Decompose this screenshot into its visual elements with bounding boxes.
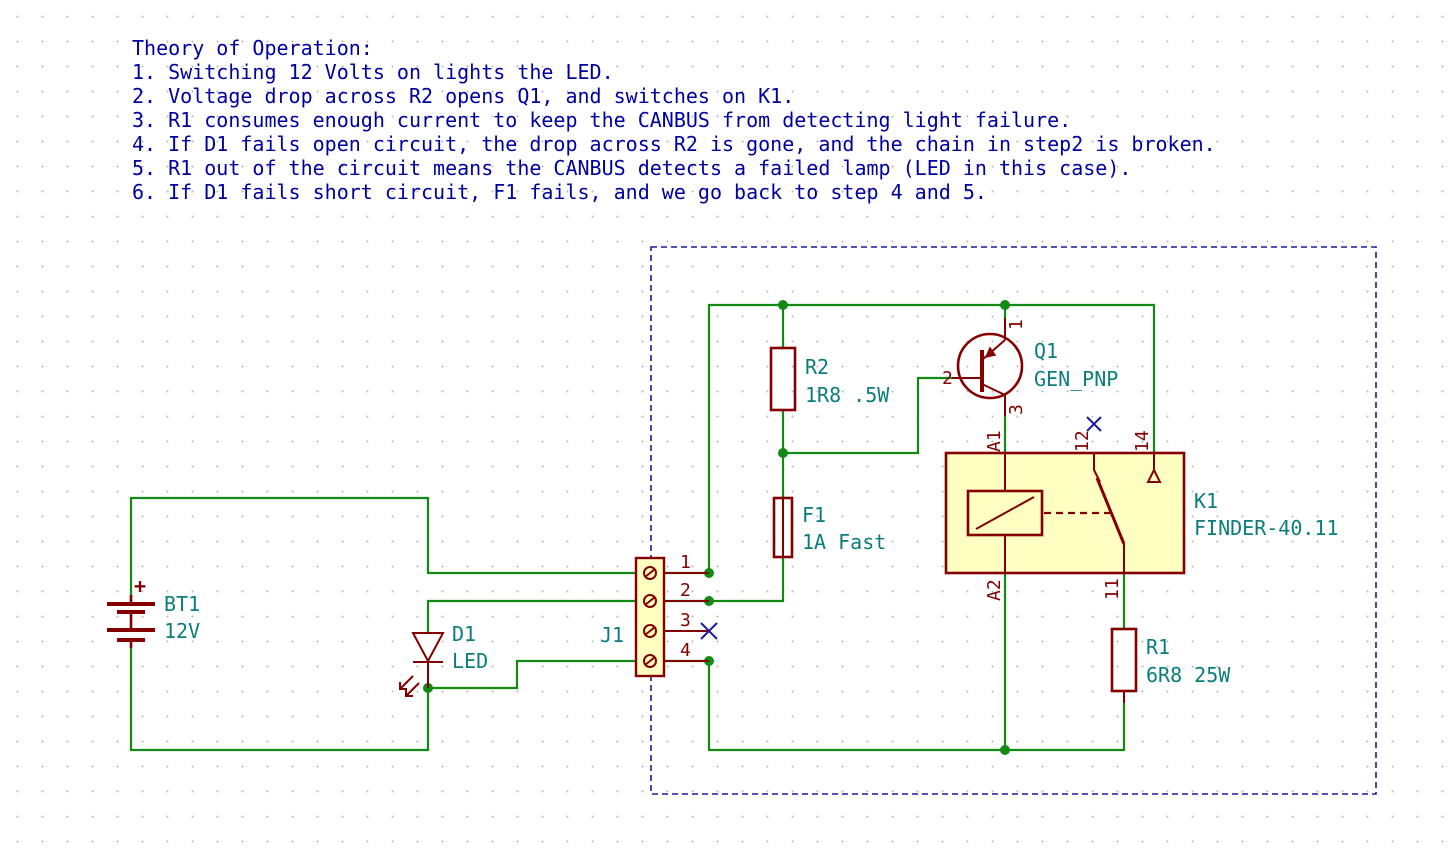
k1-pin-label: 12 xyxy=(1072,430,1093,452)
bt1-ref: BT1 xyxy=(164,592,200,616)
j1-pin-number: 1 xyxy=(680,552,691,573)
q1-ref: Q1 xyxy=(1034,339,1058,363)
k1-pin-label: 14 xyxy=(1132,430,1153,452)
note-line-3: 3. R1 consumes enough current to keep th… xyxy=(132,108,1071,132)
battery-plus-mark: + xyxy=(134,574,146,598)
note-line-2: 2. Voltage drop across R2 opens Q1, and … xyxy=(132,84,794,108)
junction-dot xyxy=(778,300,788,310)
wire-battery-plus[interactable] xyxy=(129,496,644,595)
q1-pin-number: 2 xyxy=(942,368,953,389)
wire-battery-minus[interactable] xyxy=(129,648,430,752)
theory-notes: Theory of Operation: 1. Switching 12 Vol… xyxy=(132,36,1216,204)
q1-pin-number: 3 xyxy=(1006,404,1027,415)
led-d1[interactable]: D1 LED xyxy=(399,622,488,697)
k1-pin-label: A1 xyxy=(984,430,1005,452)
junction-dot xyxy=(1000,745,1010,755)
q1-pin-number: 1 xyxy=(1006,319,1027,330)
wire-net-4[interactable] xyxy=(664,659,1126,752)
junction-dot xyxy=(778,448,788,458)
f1-ref: F1 xyxy=(802,503,826,527)
bt1-value: 12V xyxy=(164,619,200,643)
note-line-1: 1. Switching 12 Volts on lights the LED. xyxy=(132,60,614,84)
wire-q1-base[interactable] xyxy=(783,376,952,455)
f1-value: 1A Fast xyxy=(802,530,886,554)
resistor-r1[interactable]: R1 6R8 25W xyxy=(1110,627,1231,703)
j1-pin-number: 2 xyxy=(680,580,691,601)
note-line-title: Theory of Operation: xyxy=(132,36,373,60)
wire-led-cathode[interactable] xyxy=(428,659,644,690)
d1-value: LED xyxy=(452,649,488,673)
r2-value: 1R8 .5W xyxy=(805,383,890,407)
k1-value: FINDER-40.11 xyxy=(1194,516,1339,540)
q1-value: GEN_PNP xyxy=(1034,367,1118,391)
j1-ref: J1 xyxy=(600,623,624,647)
battery-bt1[interactable]: + BT1 12V xyxy=(107,574,200,648)
note-line-4: 4. If D1 fails open circuit, the drop ac… xyxy=(132,132,1216,156)
no-connect-j1-pin3 xyxy=(700,622,718,640)
no-connect-k1-pin12 xyxy=(1086,416,1102,432)
note-line-5: 5. R1 out of the circuit means the CANBU… xyxy=(132,156,1131,180)
resistor-r2[interactable]: R2 1R8 .5W xyxy=(769,346,890,412)
fuse-f1[interactable]: F1 1A Fast xyxy=(772,496,886,559)
r1-value: 6R8 25W xyxy=(1146,663,1231,687)
j1-pin-number: 4 xyxy=(680,640,691,661)
wires xyxy=(129,303,1156,752)
relay-k1[interactable]: A1 A2 12 14 11 K1 FINDER-40.11 xyxy=(944,430,1339,601)
board-boundary xyxy=(650,246,1377,795)
j1-pin-number: 3 xyxy=(680,610,691,631)
k1-pin-label: 11 xyxy=(1102,578,1123,600)
r1-ref: R1 xyxy=(1146,635,1170,659)
r2-ref: R2 xyxy=(805,355,829,379)
junctions xyxy=(423,300,1010,755)
connector-j1[interactable]: 1 2 3 4 J1 xyxy=(600,552,709,678)
junction-dot xyxy=(1000,300,1010,310)
d1-ref: D1 xyxy=(452,622,476,646)
k1-ref: K1 xyxy=(1194,489,1218,513)
transistor-q1[interactable]: 1 2 3 Q1 GEN_PNP xyxy=(942,318,1118,416)
k1-pin-label: A2 xyxy=(984,579,1005,601)
note-line-6: 6. If D1 fails short circuit, F1 fails, … xyxy=(132,180,987,204)
wire-led-anode[interactable] xyxy=(426,599,644,633)
